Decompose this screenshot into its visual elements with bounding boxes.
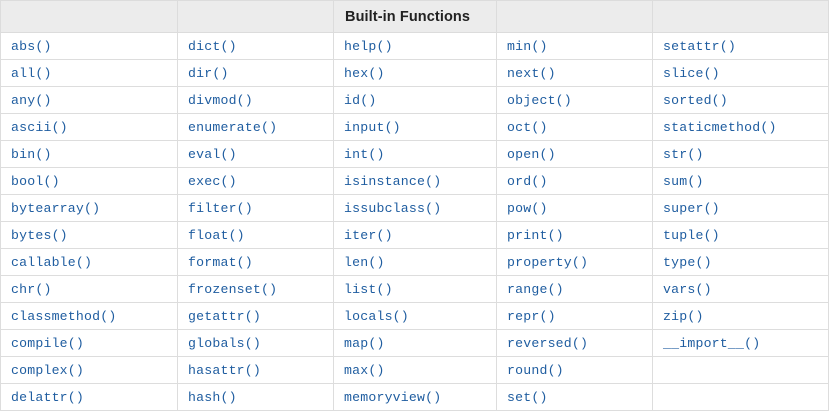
function-link-int[interactable]: int() [333, 140, 497, 168]
function-link-filter[interactable]: filter() [177, 194, 334, 222]
function-link-len[interactable]: len() [333, 248, 497, 276]
function-link-map[interactable]: map() [333, 329, 497, 357]
header-cell-5 [652, 0, 829, 33]
table-header: Built-in Functions [0, 0, 829, 33]
function-link-globals[interactable]: globals() [177, 329, 334, 357]
table-row: any()divmod()id()object()sorted() [0, 86, 829, 114]
function-link-dict[interactable]: dict() [177, 32, 334, 60]
function-link-issubclass[interactable]: issubclass() [333, 194, 497, 222]
function-link-dir[interactable]: dir() [177, 59, 334, 87]
function-link-all[interactable]: all() [0, 59, 178, 87]
function-link-pow[interactable]: pow() [496, 194, 653, 222]
function-link-exec[interactable]: exec() [177, 167, 334, 195]
function-link-zip[interactable]: zip() [652, 302, 829, 330]
function-link-format[interactable]: format() [177, 248, 334, 276]
function-link-locals[interactable]: locals() [333, 302, 497, 330]
function-link-chr[interactable]: chr() [0, 275, 178, 303]
function-link-type[interactable]: type() [652, 248, 829, 276]
table-row: bytes()float()iter()print()tuple() [0, 221, 829, 249]
function-link-open[interactable]: open() [496, 140, 653, 168]
function-link-bytearray[interactable]: bytearray() [0, 194, 178, 222]
function-link-reversed[interactable]: reversed() [496, 329, 653, 357]
function-link-callable[interactable]: callable() [0, 248, 178, 276]
function-link-staticmethod[interactable]: staticmethod() [652, 113, 829, 141]
function-link-abs[interactable]: abs() [0, 32, 178, 60]
function-link-set[interactable]: set() [496, 383, 653, 411]
function-link-complex[interactable]: complex() [0, 356, 178, 384]
function-link-setattr[interactable]: setattr() [652, 32, 829, 60]
function-link-sum[interactable]: sum() [652, 167, 829, 195]
table-row: classmethod()getattr()locals()repr()zip(… [0, 302, 829, 330]
function-link-print[interactable]: print() [496, 221, 653, 249]
function-link-bytes[interactable]: bytes() [0, 221, 178, 249]
table-body: abs()dict()help()min()setattr()all()dir(… [0, 32, 829, 411]
function-link-hex[interactable]: hex() [333, 59, 497, 87]
function-link-repr[interactable]: repr() [496, 302, 653, 330]
function-link-enumerate[interactable]: enumerate() [177, 113, 334, 141]
function-link-delattr[interactable]: delattr() [0, 383, 178, 411]
function-link-sorted[interactable]: sorted() [652, 86, 829, 114]
page-title: Built-in Functions [333, 0, 497, 33]
table-cell-empty [652, 383, 829, 411]
function-link-iter[interactable]: iter() [333, 221, 497, 249]
function-link-bin[interactable]: bin() [0, 140, 178, 168]
builtin-functions-table-container: Built-in Functions abs()dict()help()min(… [0, 0, 829, 411]
function-link-eval[interactable]: eval() [177, 140, 334, 168]
table-row: compile()globals()map()reversed()__impor… [0, 329, 829, 357]
function-link-hash[interactable]: hash() [177, 383, 334, 411]
function-link-bool[interactable]: bool() [0, 167, 178, 195]
table-row: callable()format()len()property()type() [0, 248, 829, 276]
function-link-isinstance[interactable]: isinstance() [333, 167, 497, 195]
function-link-str[interactable]: str() [652, 140, 829, 168]
function-link-list[interactable]: list() [333, 275, 497, 303]
function-link-frozenset[interactable]: frozenset() [177, 275, 334, 303]
table-header-row: Built-in Functions [0, 0, 829, 33]
function-link-range[interactable]: range() [496, 275, 653, 303]
function-link-ascii[interactable]: ascii() [0, 113, 178, 141]
function-link-round[interactable]: round() [496, 356, 653, 384]
header-cell-2 [177, 0, 334, 33]
function-link-min[interactable]: min() [496, 32, 653, 60]
function-link-memoryview[interactable]: memoryview() [333, 383, 497, 411]
table-row: delattr()hash()memoryview()set() [0, 383, 829, 411]
function-link-hasattr[interactable]: hasattr() [177, 356, 334, 384]
table-row: bin()eval()int()open()str() [0, 140, 829, 168]
table-row: chr()frozenset()list()range()vars() [0, 275, 829, 303]
header-cell-4 [496, 0, 653, 33]
table-cell-empty [652, 356, 829, 384]
function-link-oct[interactable]: oct() [496, 113, 653, 141]
function-link-help[interactable]: help() [333, 32, 497, 60]
table-row: all()dir()hex()next()slice() [0, 59, 829, 87]
function-link-vars[interactable]: vars() [652, 275, 829, 303]
function-link-property[interactable]: property() [496, 248, 653, 276]
table-row: bytearray()filter()issubclass()pow()supe… [0, 194, 829, 222]
function-link-slice[interactable]: slice() [652, 59, 829, 87]
table-row: ascii()enumerate()input()oct()staticmeth… [0, 113, 829, 141]
function-link-next[interactable]: next() [496, 59, 653, 87]
function-link-any[interactable]: any() [0, 86, 178, 114]
function-link---import--[interactable]: __import__() [652, 329, 829, 357]
function-link-super[interactable]: super() [652, 194, 829, 222]
function-link-float[interactable]: float() [177, 221, 334, 249]
function-link-input[interactable]: input() [333, 113, 497, 141]
function-link-compile[interactable]: compile() [0, 329, 178, 357]
table-row: abs()dict()help()min()setattr() [0, 32, 829, 60]
table-row: bool()exec()isinstance()ord()sum() [0, 167, 829, 195]
function-link-id[interactable]: id() [333, 86, 497, 114]
function-link-max[interactable]: max() [333, 356, 497, 384]
function-link-object[interactable]: object() [496, 86, 653, 114]
function-link-tuple[interactable]: tuple() [652, 221, 829, 249]
header-cell-1 [0, 0, 178, 33]
builtin-functions-table: Built-in Functions abs()dict()help()min(… [0, 0, 829, 411]
function-link-divmod[interactable]: divmod() [177, 86, 334, 114]
function-link-ord[interactable]: ord() [496, 167, 653, 195]
table-row: complex()hasattr()max()round() [0, 356, 829, 384]
function-link-classmethod[interactable]: classmethod() [0, 302, 178, 330]
function-link-getattr[interactable]: getattr() [177, 302, 334, 330]
